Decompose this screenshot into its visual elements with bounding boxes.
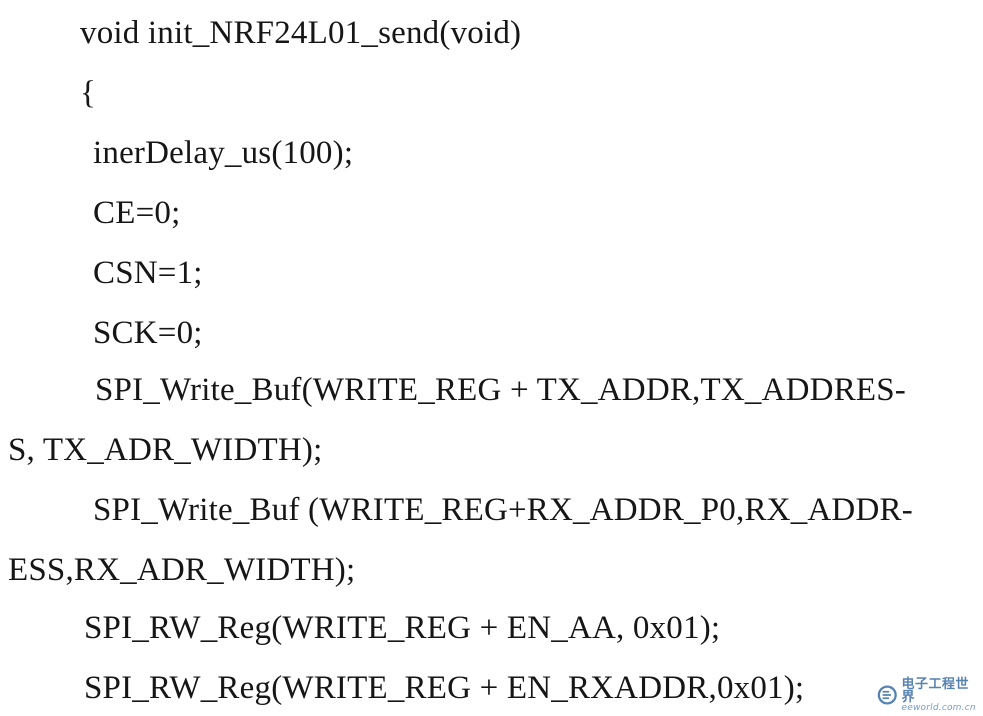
watermark-text: 电子工程世界 eeworld.com.cn [902,678,978,713]
code-line-ce: CE=0; [93,195,181,231]
watermark-name: 电子工程世界 [901,676,970,705]
code-line-rw-reg-en-aa: SPI_RW_Reg(WRITE_REG + EN_AA, 0x01); [84,610,721,646]
code-line-rw-reg-en-rxaddr: SPI_RW_Reg(WRITE_REG + EN_RXADDR,0x01); [84,670,805,706]
code-line-sck: SCK=0; [93,315,203,351]
code-line-write-buf-rx-cont: ESS,RX_ADR_WIDTH); [8,552,356,588]
code-line-write-buf-tx: SPI_Write_Buf(WRITE_REG + TX_ADDR,TX_ADD… [95,372,906,408]
code-line-csn: CSN=1; [93,255,203,291]
code-line-delay: inerDelay_us(100); [93,135,354,171]
watermark: 电子工程世界 eeworld.com.cn [877,678,978,713]
watermark-url: eeworld.com.cn [901,702,976,713]
code-line-write-buf-rx: SPI_Write_Buf (WRITE_REG+RX_ADDR_P0,RX_A… [93,492,913,528]
code-line-write-buf-tx-cont: S, TX_ADR_WIDTH); [8,432,323,468]
eeworld-logo-icon [877,685,897,705]
code-line-open-brace: { [80,75,97,111]
code-line-function-signature: void init_NRF24L01_send(void) [80,15,522,51]
